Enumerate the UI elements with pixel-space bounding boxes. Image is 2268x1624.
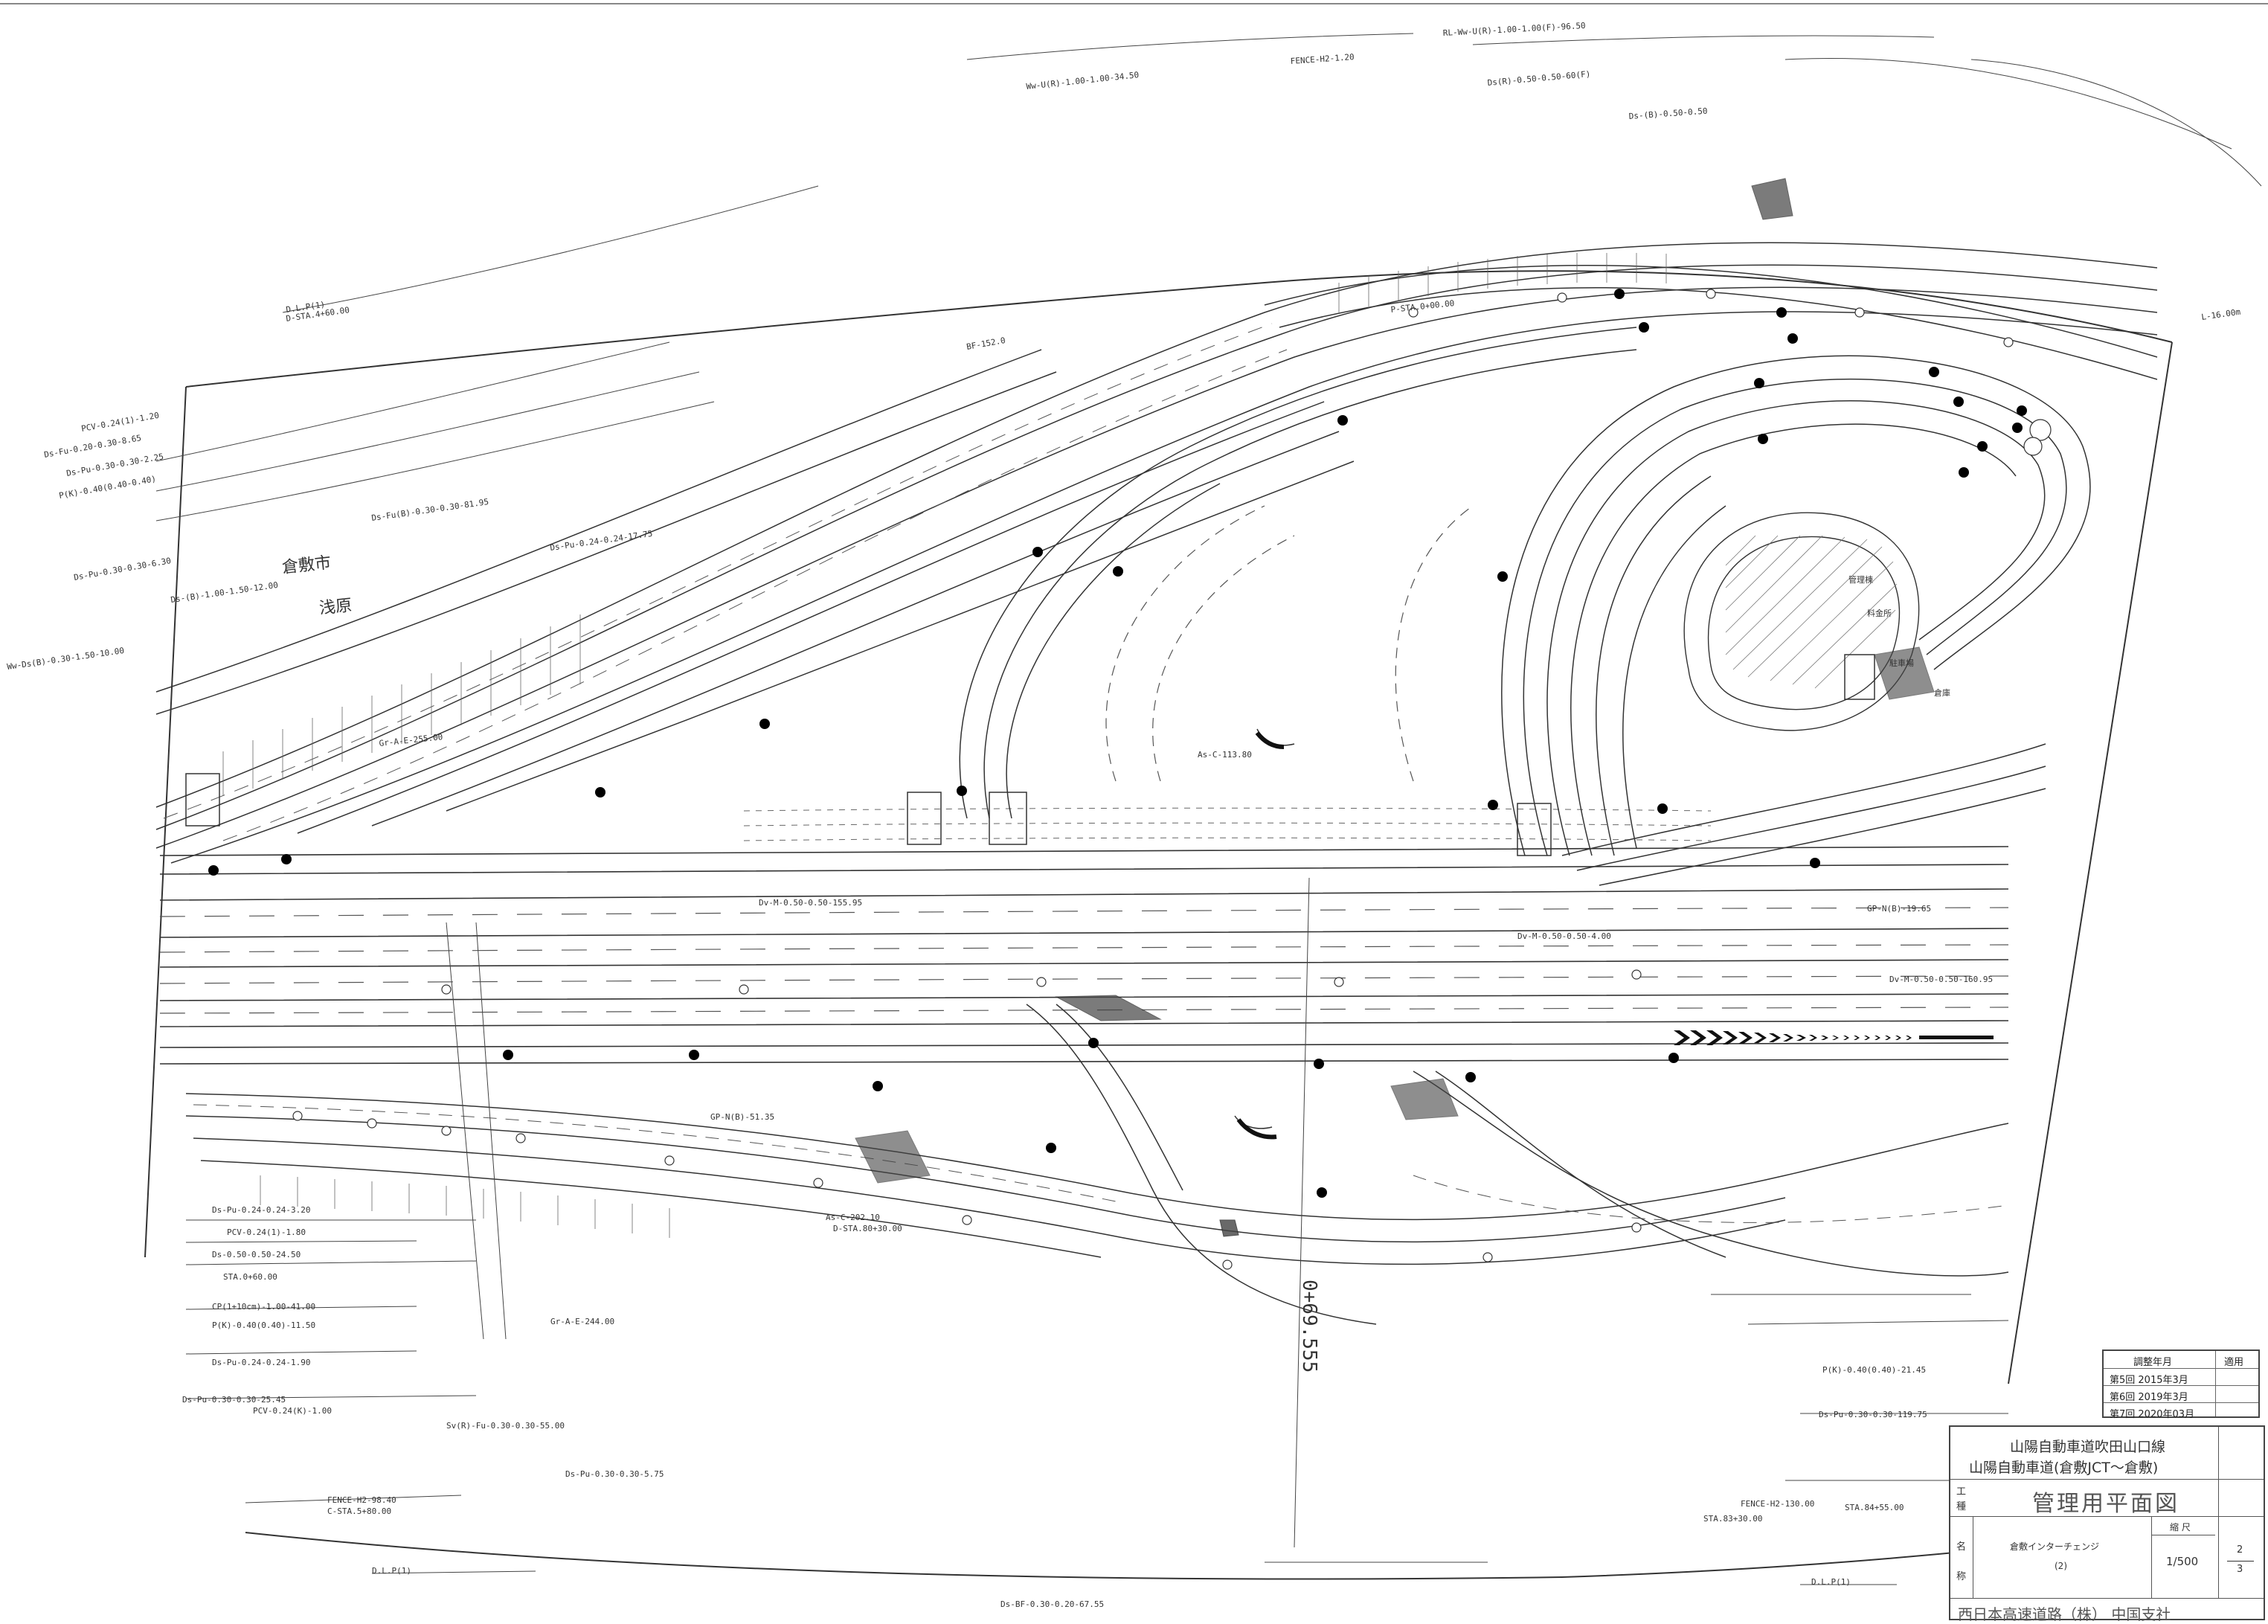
annotation: D.L.P(1)	[372, 1566, 411, 1576]
facility-subname: (2)	[2055, 1561, 2067, 1571]
sheet-total: 3	[2237, 1564, 2243, 1575]
annotation: PCV-0.24(1)-1.20	[80, 411, 160, 434]
revision-header-apply: 適用	[2224, 1357, 2244, 1368]
annotation: CP(1+10cm)-1.00-41.00	[212, 1302, 315, 1312]
annotation: Ds-Fu(B)-0.30-0.30-81.95	[371, 497, 489, 523]
annotation: FENCE-H2-1.20	[1290, 52, 1355, 66]
annotation: Ds-(B)-1.00-1.50-12.00	[170, 580, 279, 605]
annotation: C-STA.5+80.00	[327, 1506, 391, 1516]
title-block: 山陽自動車道吹田山口線 山陽自動車道(倉敷JCT～倉敷) 工 種 管理用平面図 …	[1949, 1425, 2265, 1623]
revision-entry: 第6回 2019年3月	[2110, 1392, 2188, 1403]
survey-points	[208, 289, 2027, 1198]
revision-entry: 第7回 2020年03月	[2110, 1409, 2195, 1420]
drawing-boundary	[144, 270, 2173, 1580]
annotation: Ds-Pu-0.30-0.30-119.75	[1819, 1410, 1927, 1419]
annotation: As-C-113.80	[1198, 750, 1252, 760]
annotation: P(K)-0.40(0.40)-21.45	[1822, 1365, 1926, 1375]
annotation: Ds-Pu-0.24-0.24-17.75	[550, 529, 654, 553]
annotation: Ds-Pu-0.24-0.24-3.20	[212, 1205, 310, 1215]
sheet-number: 2	[2237, 1544, 2243, 1556]
meisho-label: 称	[1956, 1571, 1967, 1582]
section-name: 山陽自動車道(倉敷JCT～倉敷)	[1969, 1460, 2159, 1476]
annotation: P(K)-0.40(0.40-0.40)	[58, 474, 157, 501]
annotation: BF-152.0	[966, 336, 1006, 352]
central-dashed	[1105, 505, 1474, 782]
annotation: FENCE-H2-130.00	[1741, 1499, 1814, 1509]
route-name: 山陽自動車道吹田山口線	[2010, 1439, 2166, 1455]
right-loop	[1501, 355, 2091, 856]
scale-label: 縮 尺	[2170, 1522, 2191, 1532]
annotation: As-C-202.10	[826, 1213, 880, 1222]
annotation: P(K)-0.40(0.40)-11.50	[212, 1320, 315, 1330]
annotation: Dv-M-0.50-0.50-4.00	[1517, 931, 1611, 941]
annotation: Gr-A-E-244.00	[550, 1317, 614, 1326]
annotation: Ds-Fu-0.20-0.30-8.65	[43, 433, 142, 460]
place-label-district: 浅原	[318, 597, 353, 618]
kosyu-label: 工	[1956, 1486, 1967, 1498]
place-label-building: 倉庫	[1934, 687, 1950, 698]
gore-areas	[855, 178, 1935, 1237]
annotation: Ds-BF-0.30-0.20-67.55	[1000, 1599, 1104, 1609]
chevron-arrows	[1674, 1030, 1994, 1045]
revision-header: 調整年月 適用	[2104, 1351, 2258, 1368]
revision-header-date: 調整年月	[2133, 1357, 2173, 1368]
place-label-building: 駐車場	[1889, 658, 1914, 668]
leader-lines	[155, 33, 2262, 1585]
station-label: 0+69.555	[1298, 1280, 1320, 1373]
annotation: Sv(R)-Fu-0.30-0.30-55.00	[446, 1421, 565, 1431]
annotation: D.L.P(1)	[1811, 1577, 1851, 1587]
annotation: STA.84+55.00	[1845, 1503, 1904, 1512]
facility-name: 倉敷インターチェンジ	[2010, 1541, 2100, 1552]
central-ramp	[959, 327, 1637, 819]
upper-left-ramp-dashes	[163, 323, 1288, 841]
annotation: GP-N(B)-51.35	[710, 1112, 774, 1122]
lane-markings	[159, 907, 2009, 1014]
revision-row: 第6回 2019年3月	[2104, 1385, 2258, 1403]
annotation: Ds-0.50-0.50-24.50	[212, 1250, 301, 1259]
annotation: Ds-Pu-0.30-0.30-6.30	[73, 556, 172, 582]
annotation: Ww-Ds(B)-0.30-1.50-10.00	[7, 646, 125, 672]
annotation: STA.0+60.00	[223, 1272, 277, 1282]
loop-island	[1683, 512, 1920, 731]
upper-left-ramps	[155, 242, 2158, 864]
kosyu-label: 種	[1956, 1501, 1967, 1512]
drawing-title: 管理用平面図	[2032, 1491, 2179, 1517]
place-label-city: 倉敷市	[281, 553, 332, 577]
lower-ramps	[185, 1004, 2009, 1325]
place-label-building: 管理棟	[1848, 574, 1873, 585]
annotation: Ds-Pu-0.30-0.30-5.75	[565, 1469, 664, 1479]
annotation: L-16.00m	[2201, 307, 2242, 322]
company-name: 西日本高速道路（株） 中国支社	[1958, 1605, 2171, 1623]
place-label-building: 料金所	[1867, 608, 1892, 618]
meisho-label: 名	[1956, 1541, 1967, 1553]
scale-value: 1/500	[2166, 1555, 2199, 1568]
revision-row: 第7回 2020年03月	[2104, 1402, 2258, 1420]
annotation: Ww-U(R)-1.00-1.00-34.50	[1026, 70, 1140, 92]
annotation: Ds-Pu-0.24-0.24-1.90	[212, 1358, 310, 1367]
annotation: STA.83+30.00	[1703, 1514, 1762, 1524]
annotation: Dv-M-0.50-0.50-160.95	[1889, 975, 1993, 984]
annotation: RL-Ww-U(R)-1.00-1.00(F)-96.50	[1442, 21, 1585, 38]
revision-table: 調整年月 適用 第5回 2015年3月 第6回 2019年3月 第7回 2020…	[2102, 1349, 2260, 1420]
lower-ramp-dashes	[193, 1104, 2009, 1223]
annotation: Dv-M-0.50-0.50-155.95	[759, 898, 862, 908]
bold-curves	[1236, 731, 1285, 1140]
annotation: Ds-(B)-0.50-0.50	[1628, 106, 1708, 121]
slope-hatching	[222, 253, 1667, 1238]
annotation: PCV-0.24(1)-1.80	[227, 1227, 306, 1237]
annotations: D.L.P(1) D-STA.4+60.00 Ds-Fu-0.20-0.30-8…	[7, 21, 2242, 1609]
annotation: D-STA.80+30.00	[833, 1224, 902, 1233]
loop-hatching	[1725, 535, 1898, 689]
revision-row: 第5回 2015年3月	[2104, 1368, 2258, 1386]
annotation: PCV-0.24(K)-1.00	[253, 1406, 332, 1416]
median-dashes	[743, 807, 1712, 841]
revision-entry: 第5回 2015年3月	[2110, 1375, 2188, 1386]
utility-markers	[292, 289, 2052, 1270]
annotation: GP-N(B)-19.65	[1867, 904, 1931, 914]
annotation: Ds(R)-0.50-0.50-60(F)	[1487, 69, 1591, 88]
annotation: Ds-Pu-0.30-0.30-25.45	[182, 1395, 286, 1405]
annotation: FENCE-H2-98.40	[327, 1495, 396, 1505]
